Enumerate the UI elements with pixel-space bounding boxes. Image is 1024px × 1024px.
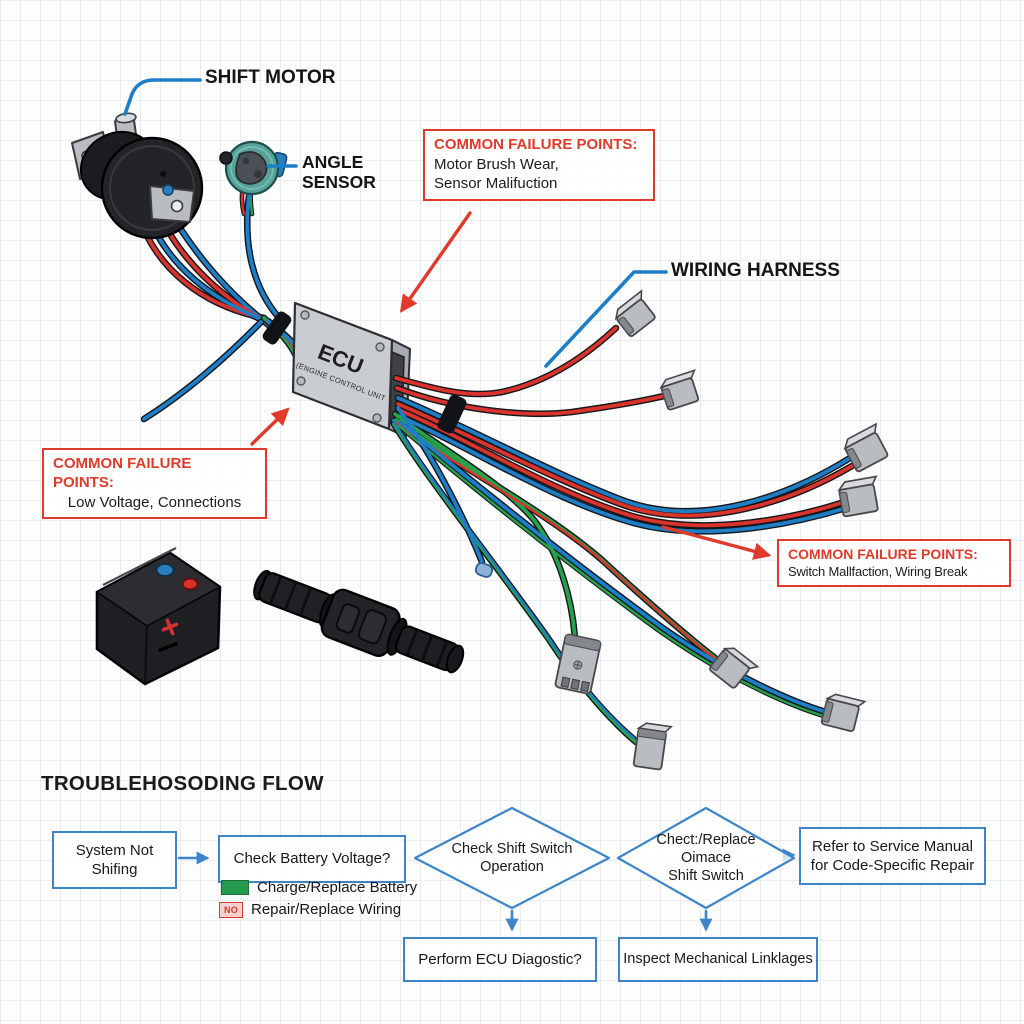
failure-box-body: Motor Brush Wear, Sensor Malifuction: [434, 155, 559, 193]
connector: [614, 289, 656, 337]
harness-input-wires: [138, 186, 298, 419]
cable-tie-right: [437, 394, 467, 434]
connector: [709, 647, 760, 689]
failure-box-title: COMMON FAILURE POINTS:: [53, 455, 192, 491]
diamond-shape: [616, 806, 796, 910]
connector: [837, 475, 879, 518]
connector: [659, 369, 700, 411]
battery-illustration: [95, 547, 222, 686]
flow-node-system-not-shifting: System Not Shifing: [52, 831, 177, 889]
connector: [820, 693, 867, 732]
shift-switch-illustration: [253, 569, 465, 674]
failure-box-power: COMMON FAILURE POINTS: Low Voltage, Conn…: [42, 448, 267, 519]
wiring-harness-label: WIRING HARNESS: [671, 260, 840, 281]
cable-tie-left: [262, 311, 292, 345]
flow-node-replace-shift-switch: Chect:/Replace Oimace Shift Switch: [616, 806, 796, 910]
failure-box-body: Switch Mallfaction, Wiring Break: [788, 563, 968, 579]
failure-box-switch-wiring: COMMON FAILURE POINTS: Switch Mallfactio…: [777, 539, 1011, 588]
label-leader-lines: [123, 78, 668, 368]
flow-legend-yes-label: Charge/Replace Battery: [257, 879, 418, 896]
failure-box-title: COMMON FAILURE POINTS:: [434, 136, 638, 153]
failure-box-body: Low Voltage, Connections: [67, 493, 242, 511]
loose-wire-tip: [474, 562, 494, 578]
flow-node-text: Check Shift Switch Operation: [451, 840, 573, 875]
flow-legend-no: NO Repair/Replace Wiring: [219, 901, 401, 918]
connector-multi-pin: [554, 633, 602, 695]
failure-callout-arrows: [250, 211, 772, 560]
shift-motor-label: SHIFT MOTOR: [205, 67, 336, 88]
ecu-illustration: ECU (ENGINE CONTROL UNIT: [291, 301, 411, 438]
shift-motor-illustration: [71, 112, 204, 240]
no-swatch-icon: NO: [219, 901, 243, 918]
flow-node-service-manual: Refer to Service Manual for Code-Specifi…: [799, 827, 986, 885]
flow-node-text: Chect:/Replace Oimace Shift Switch: [656, 831, 756, 885]
flow-legend-no-label: Repair/Replace Wiring: [251, 901, 402, 918]
flow-node-check-shift-switch: Check Shift Switch Operation: [413, 806, 611, 910]
flow-section-title: TROUBLEHOSODING FLOW: [41, 772, 324, 795]
harness-connectors: [554, 289, 889, 771]
failure-box-title: COMMON FAILURE POINTS:: [788, 546, 978, 562]
flow-node-ecu-diagnostic: Perform ECU Diagostic?: [403, 937, 597, 982]
connector: [632, 722, 673, 771]
failure-box-motor-sensor: COMMON FAILURE POINTS: Motor Brush Wear,…: [423, 129, 655, 201]
angle-sensor-label: ANGLE SENSOR: [302, 152, 376, 193]
flow-node-mechanical-linkages: Inspect Mechanical Linklages: [618, 937, 818, 982]
diamond-shape: [413, 806, 611, 910]
connector: [843, 422, 889, 473]
harness-output-wires: [393, 328, 852, 742]
angle-sensor-illustration: [219, 140, 288, 196]
flow-node-check-battery: Check Battery Voltage?: [218, 835, 406, 883]
flow-legend-yes: Charge/Replace Battery: [221, 879, 417, 896]
yes-swatch-icon: [221, 880, 249, 895]
